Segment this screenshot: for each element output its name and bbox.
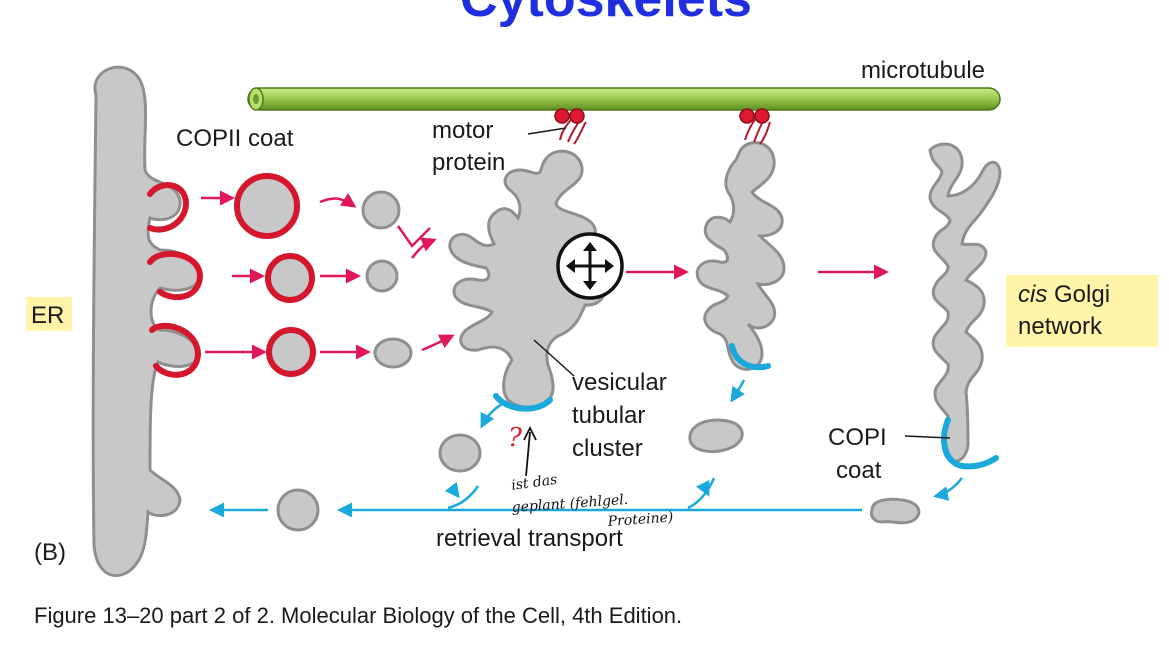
page-title: Cytoskelets (460, 0, 752, 28)
cis-golgi-label-line2: network (1018, 313, 1103, 340)
motor-protein-2 (739, 108, 771, 145)
vtc-label-line2: tubular (572, 402, 645, 429)
motor-protein-leader (527, 127, 567, 135)
retrograde-arrows (209, 379, 963, 518)
cis-golgi-label-rest: Golgi (1047, 281, 1110, 308)
motor-protein-1 (554, 108, 587, 145)
microtubule-label: microtubule (861, 57, 985, 84)
handwritten-line-2: geplant (fehlgel. (511, 492, 629, 516)
move-cursor-icon (556, 232, 624, 300)
figure-caption: Figure 13–20 part 2 of 2. Molecular Biol… (34, 603, 682, 628)
cis-golgi-label-line1: cis Golgi (1018, 281, 1110, 308)
motor-protein-label-line1: motor (432, 117, 493, 144)
copi-coat-cluster-2 (729, 343, 771, 371)
copii-coated-vesicles (234, 173, 316, 377)
vtc-label-line1: vesicular (572, 369, 667, 396)
microtubule (247, 87, 1001, 111)
label-leader-lines (533, 339, 951, 439)
cis-golgi-network (928, 142, 1002, 463)
uncoated-vesicles (361, 190, 413, 369)
copi-coat-cluster-1 (493, 393, 553, 412)
vesicular-tubular-cluster-2 (695, 141, 786, 371)
panel-letter: (B) (34, 539, 66, 566)
copii-coat-label: COPII coat (176, 125, 294, 152)
anterograde-arrows (201, 190, 889, 360)
handwritten-line-3: Proteine) (606, 509, 674, 530)
handwritten-arrow (523, 425, 537, 477)
copi-coat-label-line1: COPI (828, 424, 887, 451)
cis-golgi-label-italic: cis (1018, 281, 1047, 308)
vtc-label-line3: cluster (572, 435, 643, 462)
copi-coat-label-line2: coat (836, 457, 882, 484)
vesicle-fusion-mark (396, 225, 431, 248)
motor-protein-label-line2: protein (432, 149, 505, 176)
handwritten-question-mark: ? (508, 423, 523, 453)
er-label: ER (31, 302, 64, 329)
retrieval-transport-label: retrieval transport (436, 525, 623, 552)
er-label-highlight (26, 297, 72, 331)
copii-coat-buds (147, 182, 204, 378)
handwritten-line-1: ist das (510, 472, 558, 494)
retrieval-vesicles (276, 418, 921, 532)
cis-golgi-label-highlight (1006, 275, 1158, 347)
